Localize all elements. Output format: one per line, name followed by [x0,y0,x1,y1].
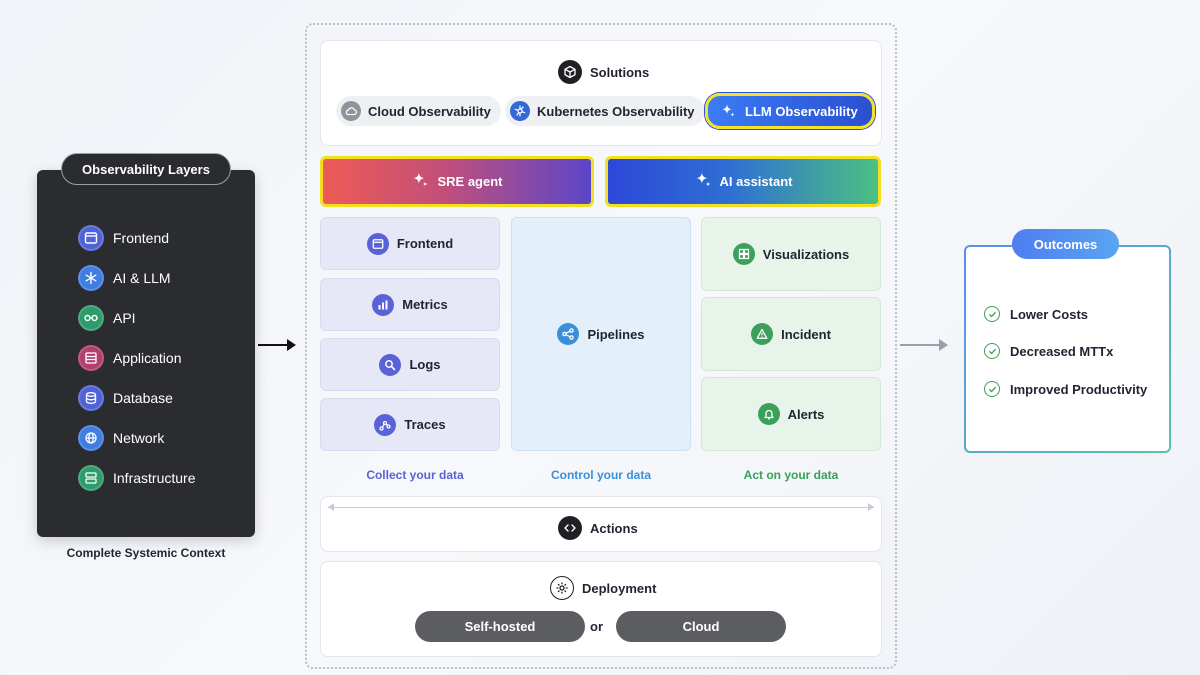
sparkle-icon [694,171,712,192]
application-grid-icon [78,345,104,371]
sparkle-icon [411,171,429,192]
solutions-heading: Solutions [558,60,649,84]
layer-label: Network [113,430,165,446]
trace-nodes-icon [374,413,397,436]
bell-icon [757,403,780,425]
layer-ai-llm[interactable]: AI & LLM [78,264,171,292]
collect-your-data-label: Collect your data [366,468,464,482]
act-incident[interactable]: Incident [701,297,881,371]
act-on-your-data-label: Act on your data [743,468,839,482]
layer-label: Application [113,350,182,366]
outcome-label: Lower Costs [1010,306,1089,322]
sre-agent-label: SRE agent [437,174,503,189]
platform-frame [305,23,897,669]
control-pipelines[interactable]: Pipelines [511,217,691,451]
outcome-label: Improved Productivity [1010,381,1148,397]
deployment-heading: Deployment [550,576,656,600]
observability-layers-title: Observability Layers [61,153,231,185]
dashboard-icon [732,243,755,265]
layers-caption: Complete Systemic Context [66,546,226,560]
share-nodes-icon [557,323,580,345]
outcome-label: Decreased MTTx [1010,343,1114,359]
act-item-label: Incident [781,326,831,342]
control-item-label: Pipelines [587,326,645,342]
control-your-data-label: Control your data [550,468,651,482]
cloud-icon [341,101,361,121]
act-item-label: Visualizations [762,246,850,262]
browser-window-icon [366,232,389,255]
collect-metrics[interactable]: Metrics [320,278,500,331]
snowflake-icon [78,265,104,291]
cube-icon [558,60,582,84]
layer-label: API [113,310,136,326]
layer-api[interactable]: API [78,304,136,332]
ai-assistant-button[interactable]: AI assistant [605,156,881,207]
cloud-option[interactable]: Cloud [616,611,786,642]
bar-chart-icon [372,293,395,316]
collect-traces[interactable]: Traces [320,398,500,451]
actions-heading[interactable]: Actions [558,516,638,540]
outcomes-title: Outcomes [1012,229,1119,259]
self-hosted-option[interactable]: Self-hosted [415,611,585,642]
kubernetes-wheel-icon [510,101,530,121]
sparkle-icon [718,101,738,121]
collect-item-label: Metrics [402,297,448,312]
collect-item-label: Traces [404,417,446,432]
double-arrow-icon [328,503,874,511]
layer-network[interactable]: Network [78,424,164,452]
collect-item-label: Logs [409,357,441,372]
collect-frontend[interactable]: Frontend [320,217,500,270]
solution-cloud-observability[interactable]: Cloud Observability [336,96,501,126]
arrow-right-icon [900,339,948,351]
actions-card [320,496,882,552]
browser-window-icon [78,225,104,251]
layer-application[interactable]: Application [78,344,182,372]
layer-label: Infrastructure [113,470,196,486]
outcome-lower-costs: Lower Costs [984,306,1088,322]
solution-kubernetes-observability[interactable]: Kubernetes Observability [505,96,705,126]
server-icon [78,465,104,491]
ai-assistant-label: AI assistant [719,174,793,189]
arrow-right-icon [258,339,296,351]
layer-label: Database [113,390,173,406]
link-icon [78,305,104,331]
globe-icon [78,425,104,451]
layer-label: Frontend [113,230,170,246]
check-circle-icon [984,343,1000,359]
sre-agent-button[interactable]: SRE agent [320,156,594,207]
outcome-decreased-mttx: Decreased MTTx [984,343,1113,359]
act-alerts[interactable]: Alerts [701,377,881,451]
collect-logs[interactable]: Logs [320,338,500,391]
actions-label: Actions [590,520,638,536]
gear-icon [550,576,574,600]
observability-layers-panel [37,170,255,537]
check-circle-icon [984,381,1000,397]
collect-item-label: Frontend [396,236,454,251]
layer-database[interactable]: Database [78,384,173,412]
layer-frontend[interactable]: Frontend [78,224,169,252]
solution-llm-observability[interactable]: LLM Observability [705,93,875,129]
deployment-label: Deployment [582,580,657,596]
solution-label: Cloud Observability [368,103,491,119]
warning-icon [751,323,774,345]
code-brackets-icon [558,516,582,540]
check-circle-icon [984,306,1000,322]
deployment-or-separator: or [590,619,603,634]
outcome-improved-productivity: Improved Productivity [984,381,1147,397]
act-visualizations[interactable]: Visualizations [701,217,881,291]
database-icon [78,385,104,411]
deployment-card [320,561,882,657]
solutions-title: Solutions [590,64,650,80]
solution-label: LLM Observability [745,103,858,119]
layer-label: AI & LLM [113,270,171,286]
search-icon [379,353,402,376]
solution-label: Kubernetes Observability [537,103,695,119]
act-item-label: Alerts [787,406,825,422]
layer-infrastructure[interactable]: Infrastructure [78,464,195,492]
